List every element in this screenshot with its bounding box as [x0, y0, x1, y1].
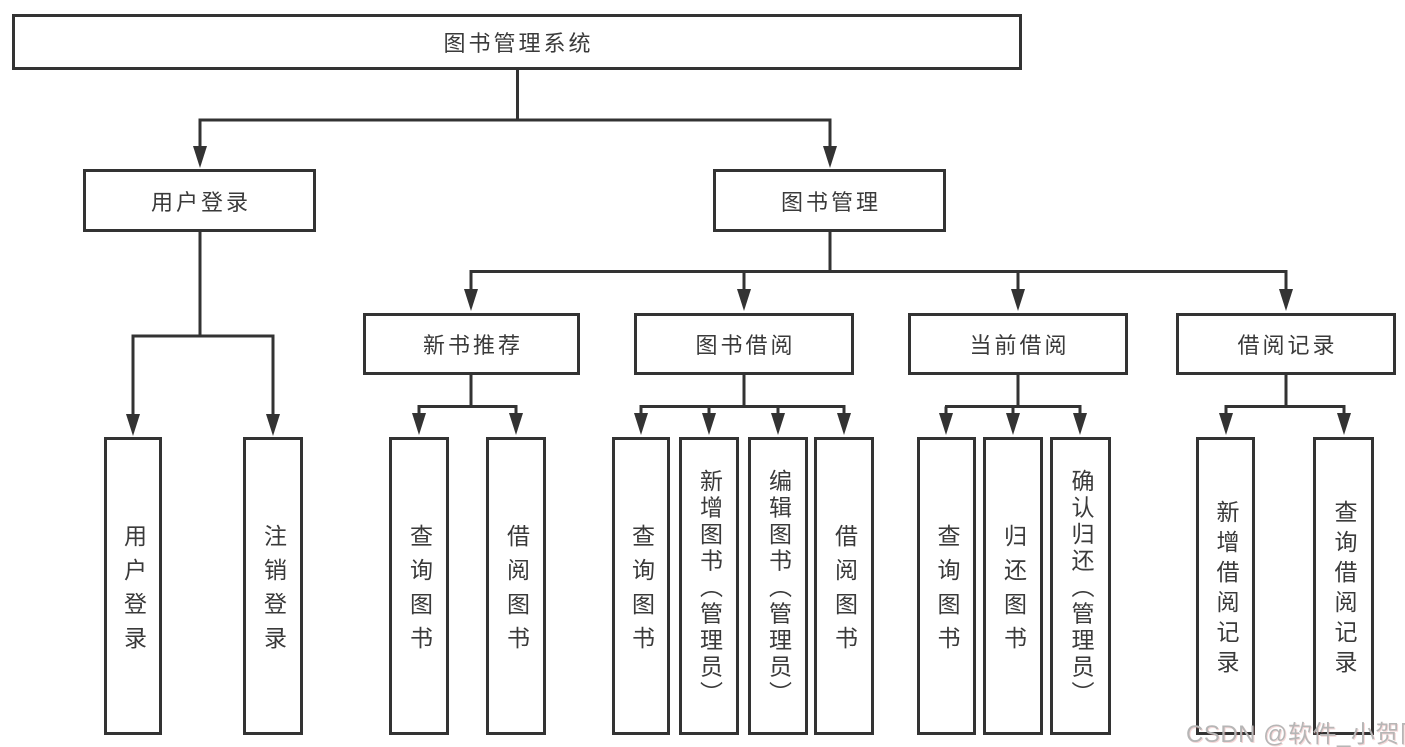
connector-recommend-to-leaves	[412, 375, 523, 435]
node-label: 新增图书（管理员）	[696, 468, 723, 708]
connector-current-to-leaves	[939, 375, 1087, 435]
node-current-borrow: 当前借阅	[908, 313, 1128, 375]
node-label: 新书推荐	[422, 333, 523, 358]
leaf-query-books-recommend: 查询图书	[389, 437, 449, 735]
node-label: 查询借阅记录	[1331, 499, 1357, 680]
leaf-add-books-admin: 新增图书（管理员）	[679, 437, 739, 735]
node-label: 注销登录	[260, 523, 287, 660]
leaf-edit-books-admin: 编辑图书（管理员）	[748, 437, 808, 735]
leaf-add-borrow-record: 新增借阅记录	[1196, 437, 1255, 735]
node-label: 图书管理	[780, 189, 881, 215]
node-user-login: 用户登录	[83, 169, 316, 232]
node-label: 确认归还（管理员）	[1068, 468, 1094, 708]
node-label: 查询图书	[628, 523, 655, 660]
csdn-watermark: CSDN @软件_小贺同学	[1186, 721, 1405, 747]
node-label: 借阅图书	[503, 523, 530, 660]
leaf-query-books-current: 查询图书	[917, 437, 976, 735]
node-book-management: 图书管理	[713, 169, 946, 232]
leaf-confirm-return-admin: 确认归还（管理员）	[1050, 437, 1111, 735]
node-label: 查询图书	[934, 523, 960, 660]
node-label: 编辑图书（管理员）	[765, 468, 792, 708]
node-label: 用户登录	[120, 523, 147, 660]
leaf-user-login: 用户登录	[104, 437, 162, 735]
node-label: 图书管理系统	[443, 31, 594, 56]
node-label: 借阅图书	[831, 523, 858, 660]
node-label: 查询图书	[406, 523, 433, 660]
leaf-return-books: 归还图书	[983, 437, 1043, 735]
node-book-borrow: 图书借阅	[634, 313, 854, 375]
leaf-borrow-books-recommend: 借阅图书	[486, 437, 546, 735]
node-label: 借阅记录	[1237, 333, 1338, 358]
node-new-book-recommend: 新书推荐	[363, 313, 580, 375]
node-label: 归还图书	[1000, 523, 1027, 660]
leaf-logout: 注销登录	[243, 437, 303, 735]
leaf-borrow-books: 借阅图书	[814, 437, 874, 735]
connector-root-to-level2	[193, 70, 837, 168]
leaf-query-books-borrow: 查询图书	[612, 437, 670, 735]
connector-book-mgmt-to-level3	[464, 232, 1293, 311]
leaf-query-borrow-record: 查询借阅记录	[1313, 437, 1374, 735]
node-label: 新增借阅记录	[1213, 499, 1239, 680]
node-label: 图书借阅	[695, 333, 796, 358]
node-label: 用户登录	[150, 189, 251, 215]
node-borrow-records: 借阅记录	[1176, 313, 1396, 375]
connector-borrow-to-leaves	[634, 375, 851, 435]
connector-records-to-leaves	[1219, 375, 1351, 435]
connector-user-login-to-leaves	[126, 232, 280, 436]
node-library-system: 图书管理系统	[12, 14, 1022, 70]
node-label: 当前借阅	[969, 333, 1070, 358]
